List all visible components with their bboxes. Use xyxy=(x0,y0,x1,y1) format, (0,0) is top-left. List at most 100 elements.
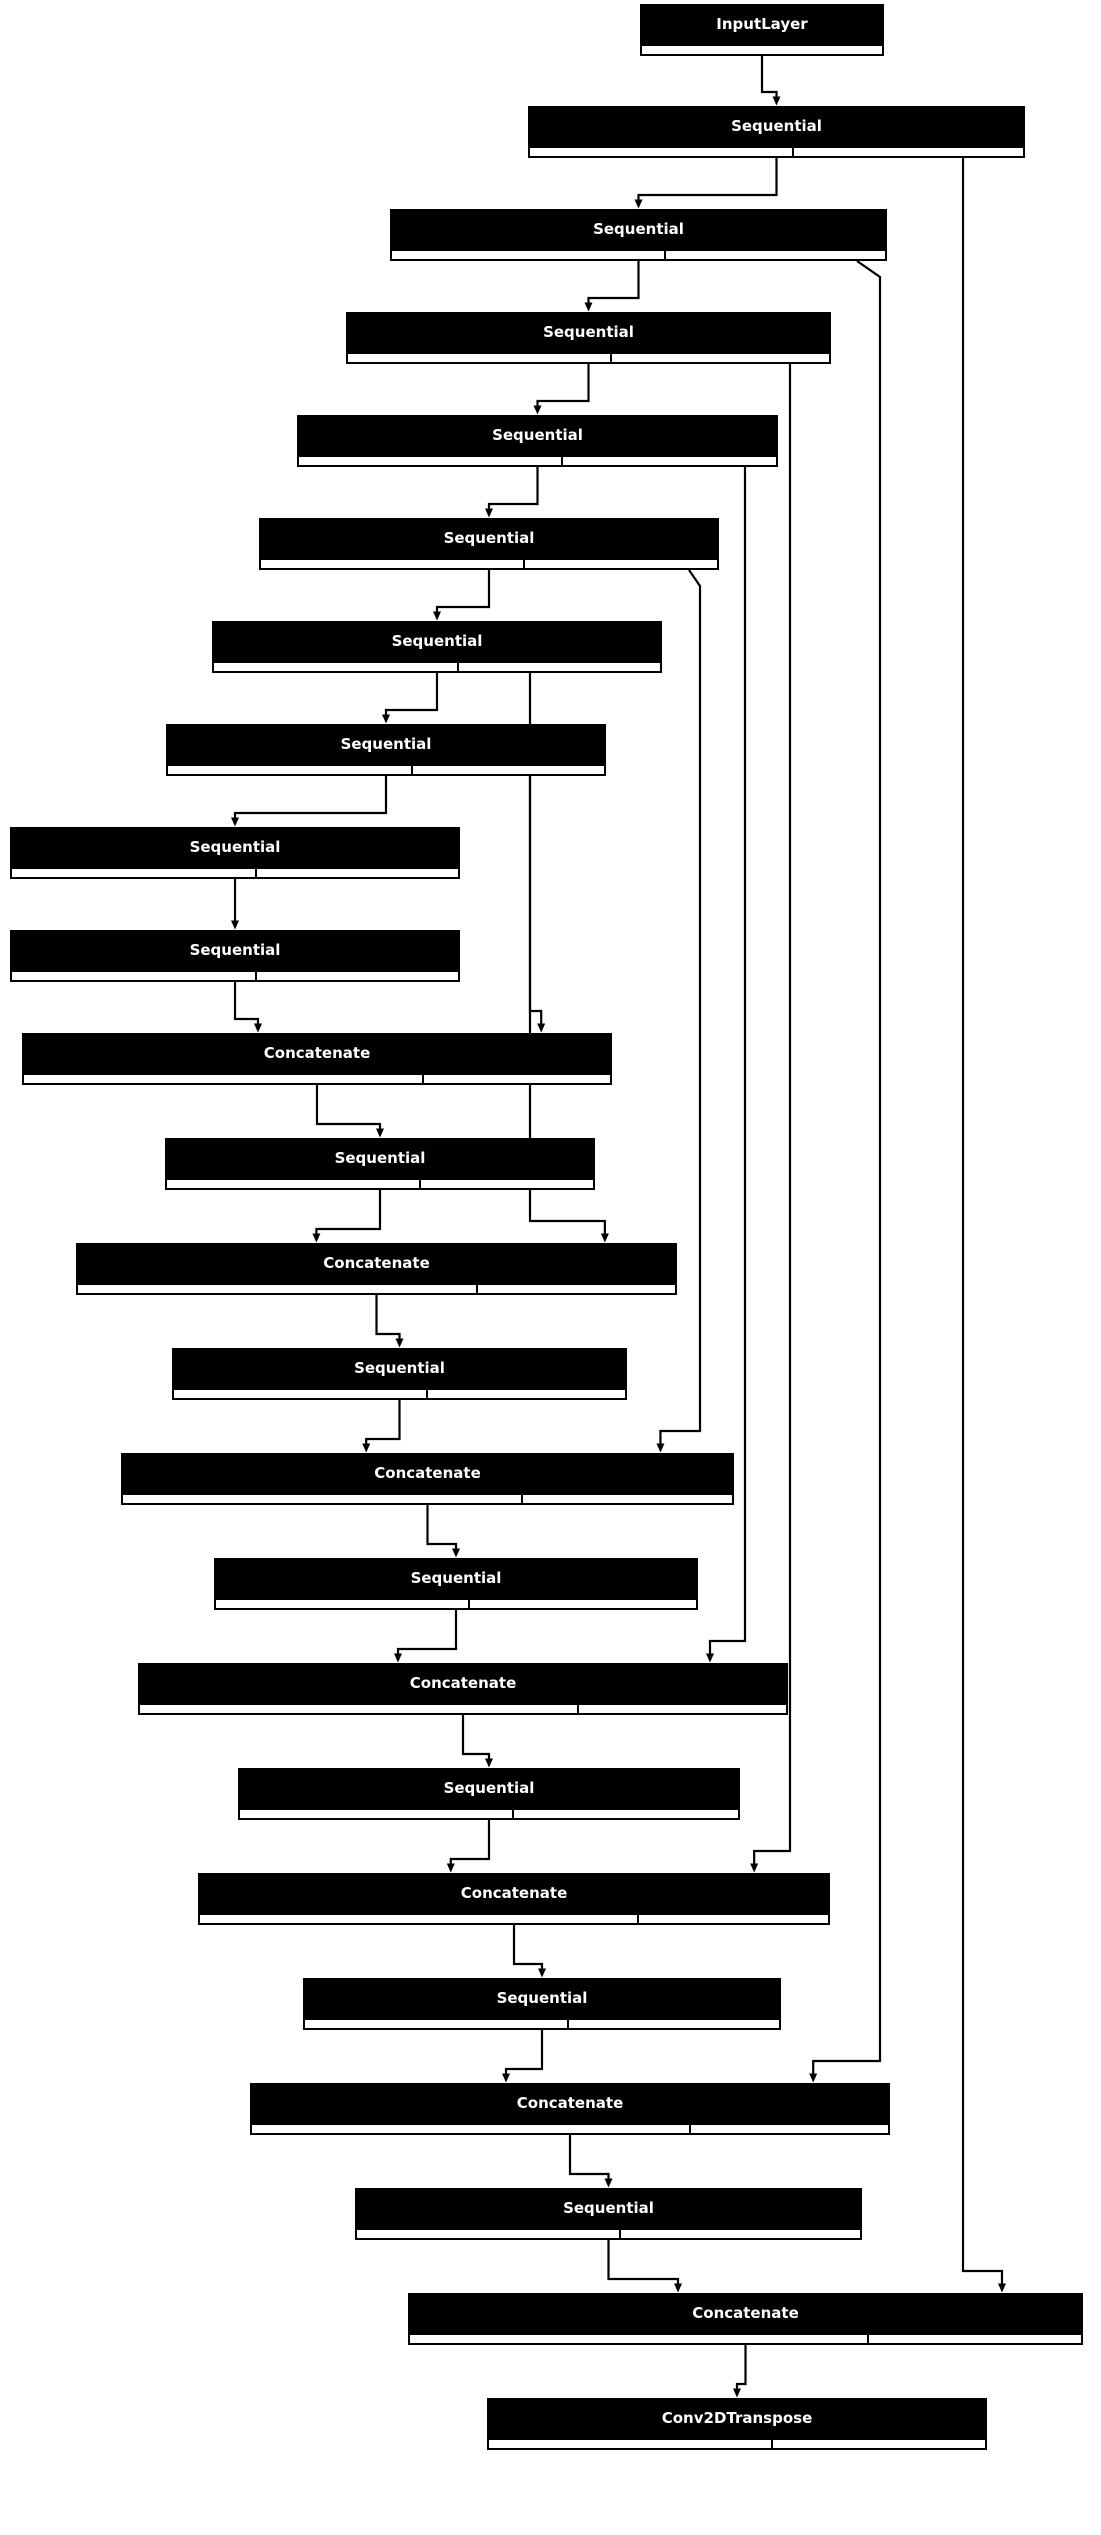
output-shape-cell: Output shape:(None, 8, 8, 512) xyxy=(426,1390,627,1400)
input-shape-cell: Input shape:(None, 4, 4, 1024) xyxy=(174,1390,426,1400)
edge-n16-to-n17 xyxy=(461,1715,493,1768)
node-shape-row: Input shape:(None, 1, 1, 512)Output shap… xyxy=(12,970,458,982)
node-title: Sequential xyxy=(392,211,885,249)
node-title: Sequential xyxy=(261,520,717,558)
graph-node-sequential[interactable]: SequentialInput shape:(None, 2, 2, 1024)… xyxy=(165,1138,595,1190)
output-shape-label: Output shape: xyxy=(479,1608,579,1610)
edge-n21-to-n22 xyxy=(607,2240,682,2293)
input-shape-value: (None, 8, 8, 512) xyxy=(315,671,448,673)
graph-node-sequential[interactable]: SequentialInput shape:(None, 4, 4, 1024)… xyxy=(172,1348,627,1400)
input-shape-cell: Input shape:(None, 256, 256, 3) xyxy=(530,148,792,156)
graph-node-sequential[interactable]: SequentialInput shape:(None, 8, 8, 512)O… xyxy=(212,621,662,673)
input-shape-cell: Input shape:[(None, 8, 8, 512), (None, 8… xyxy=(123,1495,521,1505)
input-shape-value: (None, 64, 64, 128) xyxy=(449,362,601,364)
node-shape-row: Input shape: [(None, 128, 128, 64), (None… xyxy=(410,2333,1081,2345)
input-shape-label: Input shape: xyxy=(419,2343,507,2345)
input-shape-cell: Input shape: (None, 64, 64, 256) xyxy=(357,2230,619,2240)
input-shape-label: Input shape: xyxy=(314,2028,402,2030)
input-shape-cell: Input shape:(None, 8, 8, 512) xyxy=(214,663,457,673)
output-shape-label: Output shape: xyxy=(532,1503,632,1505)
input-shape-label: Input shape: xyxy=(21,980,109,982)
graph-node-sequential[interactable]: SequentialInput shape:(None, 4, 4, 512)O… xyxy=(166,724,606,776)
input-shape-cell: Input shape:(None, 64, 64, 128) xyxy=(348,354,610,364)
node-shape-row: Input shape:(None, 64, 64, 128)Output sh… xyxy=(348,352,829,364)
graph-node-sequential[interactable]: SequentialInput shape:(None, 8, 8, 1024)… xyxy=(214,1558,698,1610)
node-shape-row: Input shape:(None, 256, 256, 3)Output sh… xyxy=(530,146,1023,156)
edge-n4-to-n5 xyxy=(485,467,539,518)
graph-node-concatenate[interactable]: ConcatenateInput shape:[(None, 4, 4, 512… xyxy=(76,1243,677,1295)
node-shape-row: Input shape:[(None, 4, 4, 512), (None, 4… xyxy=(78,1283,675,1295)
graph-node-concatenate[interactable]: ConcatenateInput shape:[(None, 32, 32, 2… xyxy=(198,1873,830,1925)
node-title: Sequential xyxy=(174,1350,625,1388)
node-shape-row: Input shape:[(None, 64, 64, 128), (None,… xyxy=(252,2123,888,2135)
input-shape-label: Input shape: xyxy=(87,1293,175,1295)
graph-node-inputlayer[interactable]: InputLayerOutput shape:(None, 256, 256, … xyxy=(640,4,884,56)
input-shape-value: [(None, 16, 16, 512), (None, 16, 16, 512… xyxy=(241,1713,569,1715)
skip-edge-n1-to-n22 xyxy=(961,158,1006,2293)
graph-node-concatenate[interactable]: ConcatenateInput shape:[(None, 64, 64, 1… xyxy=(250,2083,890,2135)
output-shape-label: Output shape: xyxy=(422,774,522,776)
input-shape-label: Input shape: xyxy=(177,774,265,776)
edge-n17-to-n18 xyxy=(446,1820,491,1873)
node-shape-row: Input shape: (None, 64, 64, 256) Output sh… xyxy=(357,2228,860,2240)
graph-node-concatenate[interactable]: ConcatenateInput shape:[(None, 8, 8, 512… xyxy=(121,1453,734,1505)
input-shape-label: Input shape: xyxy=(366,2238,454,2240)
input-shape-label: Input shape: xyxy=(225,1608,313,1610)
node-title: Sequential xyxy=(348,314,829,352)
edge-n5-to-n6 xyxy=(433,570,491,621)
output-shape-cell: Output shape:(None, 2, 2, 512) xyxy=(254,972,458,982)
graph-node-sequential[interactable]: SequentialInput shape:(None, 32, 32, 512… xyxy=(303,1978,781,2030)
graph-node-sequential[interactable]: SequentialInput shape:(None, 2, 2, 512)O… xyxy=(10,827,460,879)
graph-node-concatenate[interactable]: ConcatenateInput shape:[(None, 2, 2, 512… xyxy=(22,1033,612,1085)
graph-node-sequential[interactable]: SequentialInput shape:(None, 256, 256, 3… xyxy=(528,106,1025,158)
output-shape-cell: Output shape:(None, 8, 8, 512) xyxy=(523,560,717,568)
output-shape-label: Output shape: xyxy=(630,2238,730,2240)
output-shape-label: Output shape: xyxy=(782,2448,882,2450)
output-shape-cell: Output shape:(None, 16, 16, 512) xyxy=(561,457,776,465)
edge-n19-to-n20 xyxy=(502,2030,544,2083)
edge-n9-to-n10 xyxy=(233,982,262,1033)
input-shape-value: [(None, 64, 64, 128), (None, 64, 64, 128… xyxy=(353,2133,681,2135)
edges-group xyxy=(231,56,1006,2398)
input-shape-value: [(None, 8, 8, 512), (None, 8, 8, 512)] xyxy=(224,1503,513,1505)
input-shape-label: Input shape: xyxy=(33,1083,121,1085)
output-shape-label: Output shape: xyxy=(266,980,366,982)
output-shape-cell: Output shape:(None, 32, 32, 256) xyxy=(511,1810,738,1820)
graph-node-sequential[interactable]: SequentialInput shape:(None, 16, 16, 102… xyxy=(238,1768,740,1820)
node-title: Conv2DTranspose xyxy=(489,2400,985,2438)
node-title: Sequential xyxy=(168,726,604,764)
graph-node-sequential[interactable]: SequentialInput shape:(None, 64, 64, 128… xyxy=(346,312,831,364)
input-shape-cell: Input shape:(None, 2, 2, 1024) xyxy=(167,1180,419,1188)
output-shape-cell: Output shape: (None, 16, 16, 512) xyxy=(468,1600,698,1610)
graph-node-sequential[interactable]: SequentialInput shape:(None, 128, 128, 6… xyxy=(390,209,887,261)
output-shape-cell: Output shape:(None, 1, 1, 512) xyxy=(254,869,458,877)
output-shape-label: Output shape: xyxy=(588,1713,688,1715)
node-title: Sequential xyxy=(214,623,660,661)
graph-node-sequential[interactable]: SequentialInput shape:(None, 16, 16, 512… xyxy=(259,518,719,570)
input-shape-label: Input shape: xyxy=(249,1818,337,1820)
node-title: Sequential xyxy=(299,417,776,455)
graph-node-concatenate[interactable]: ConcatenateInput shape:[(None, 128, 128,… xyxy=(408,2293,1083,2345)
graph-node-conv2dtranspose[interactable]: Conv2DTransposeInput shape:(None, 128, 1… xyxy=(487,2398,987,2450)
input-shape-cell: Input shape:(None, 32, 32, 512) xyxy=(305,2020,567,2030)
output-shape-label: Output shape: xyxy=(523,1818,623,1820)
graph-node-sequential[interactable]: SequentialInput shape:(None, 32, 32, 256… xyxy=(297,415,778,467)
graph-node-sequential[interactable]: SequentialInput shape:(None, 1, 1, 512)O… xyxy=(10,930,460,982)
output-shape-label: Output shape: xyxy=(487,1293,587,1295)
output-shape-cell: Output shape:(None, 4, 4, 512) xyxy=(456,663,660,671)
output-shape-value: (None, 8, 8, 512) xyxy=(541,1398,627,1400)
output-shape-value: (None, 256, 256, 3) xyxy=(886,2448,987,2450)
edge-n10-to-n11 xyxy=(315,1085,384,1138)
input-shape-cell: Input shape:[(None, 64, 64, 128), (None,… xyxy=(252,2125,689,2135)
input-shape-value: (None, 64, 64, 256) xyxy=(458,2238,610,2240)
graph-node-sequential[interactable]: SequentialInput shape:(None, 64, 64, 256… xyxy=(355,2188,862,2240)
graph-node-concatenate[interactable]: ConcatenateInput shape:[(None, 16, 16, 5… xyxy=(138,1663,788,1715)
node-shape-row: Input shape:(None, 8, 8, 512)Output shap… xyxy=(214,661,660,673)
node-shape-row: Input shape:[(None, 32, 32, 256), (None,… xyxy=(200,1913,828,1923)
skip-edge-n2-to-n20 xyxy=(809,260,882,2083)
output-shape-value: (None, 16, 16, 512) xyxy=(583,1608,698,1610)
input-shape-value: (None, 128, 128, 128) xyxy=(590,2448,762,2450)
input-shape-value: (None, 32, 32, 256) xyxy=(400,465,552,467)
input-shape-value: [(None, 128, 128, 64), (None, 128, 128, … xyxy=(511,2343,858,2345)
input-shape-value: (None, 4, 4, 1024) xyxy=(275,1398,418,1400)
